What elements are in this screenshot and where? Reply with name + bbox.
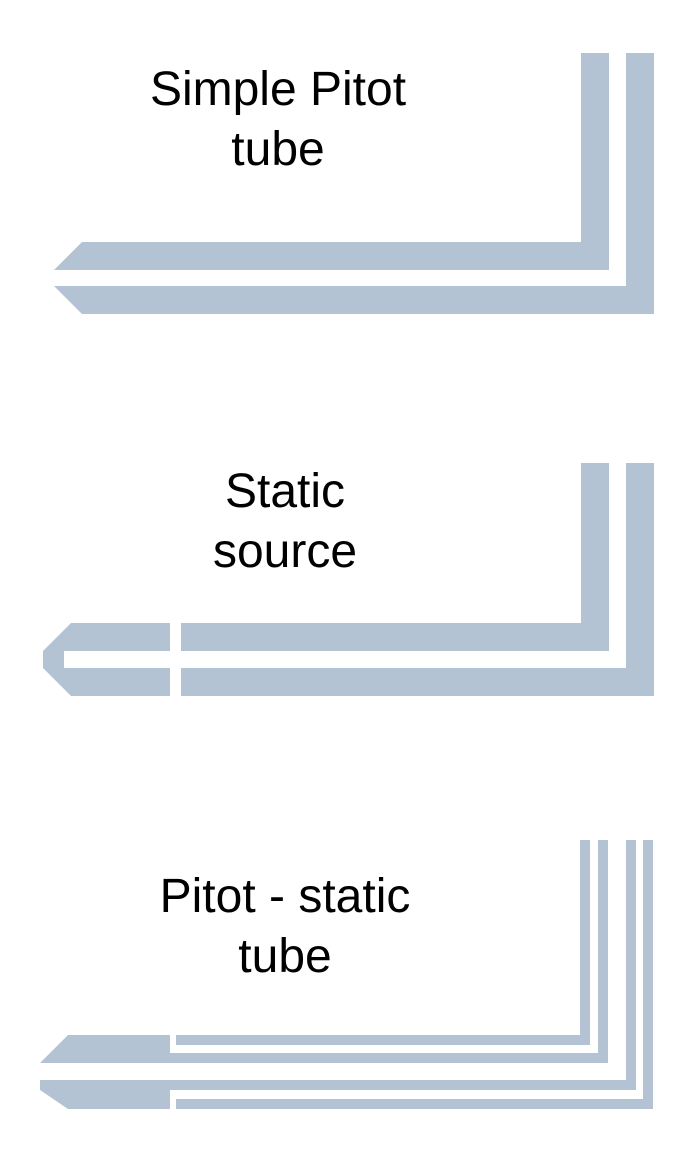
label-line: Static (224, 465, 346, 518)
label-line: tube (238, 930, 332, 983)
label-line: tube (231, 123, 325, 176)
label-pitot-static-tube: Pitot - static tube (135, 867, 435, 987)
static-outer-wall-right (181, 463, 654, 696)
label-simple-pitot-tube: Simple Pitot tube (128, 60, 428, 180)
pitot-outer-wall (54, 53, 654, 314)
ps-static-inner-wall (40, 840, 608, 1063)
static-source-drawing (43, 463, 654, 696)
label-static-source: Static source (135, 462, 435, 582)
simple-pitot-tube-drawing (54, 53, 654, 314)
static-nose-left (43, 623, 170, 696)
pitot-static-tube-drawing (40, 840, 653, 1109)
static-inner-wall-right (181, 463, 609, 651)
label-line: source (212, 525, 358, 578)
ps-nose-lower (40, 1090, 170, 1109)
label-line: Simple Pitot (149, 63, 407, 116)
label-line: Pitot - static (159, 870, 411, 923)
pitot-inner-wall (54, 53, 609, 270)
